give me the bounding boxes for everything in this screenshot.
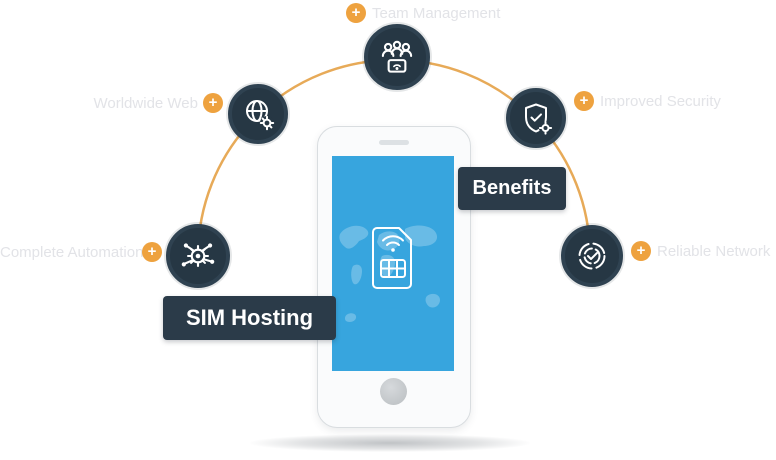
target-check-icon (578, 242, 606, 270)
node-security (506, 88, 566, 148)
phone-screen (332, 156, 454, 371)
benefits-badge: Benefits (458, 167, 566, 210)
plus-badge-security: + (574, 91, 594, 111)
benefit-label-automation: Complete Automation (0, 244, 144, 261)
plus-badge-worldwide: + (203, 93, 223, 113)
benefit-label-team: Team Management (372, 5, 501, 22)
globe-icon (246, 100, 275, 131)
node-team (364, 24, 430, 90)
benefit-label-security: Improved Security (600, 93, 721, 110)
node-reliability (561, 225, 623, 287)
floor-shadow (250, 434, 530, 452)
plus-badge-team: + (346, 3, 366, 23)
shield-check-icon (525, 103, 553, 135)
plus-badge-automation: + (142, 242, 162, 262)
sim-card-icon (372, 227, 412, 289)
world-map-graphic (339, 225, 440, 322)
gear-network-icon (181, 243, 215, 268)
phone-home-button (380, 378, 407, 405)
plus-badge-reliability: + (631, 241, 651, 261)
smartphone-illustration (317, 126, 471, 428)
benefit-label-reliability: Reliable Network (657, 243, 771, 260)
node-worldwide (228, 84, 288, 144)
team-gear-icon (381, 40, 413, 73)
benefit-label-worldwide: Worldwide Web (93, 95, 199, 112)
sim-hosting-badge: SIM Hosting (163, 296, 336, 340)
node-automation (166, 224, 230, 288)
phone-speaker (379, 140, 409, 145)
